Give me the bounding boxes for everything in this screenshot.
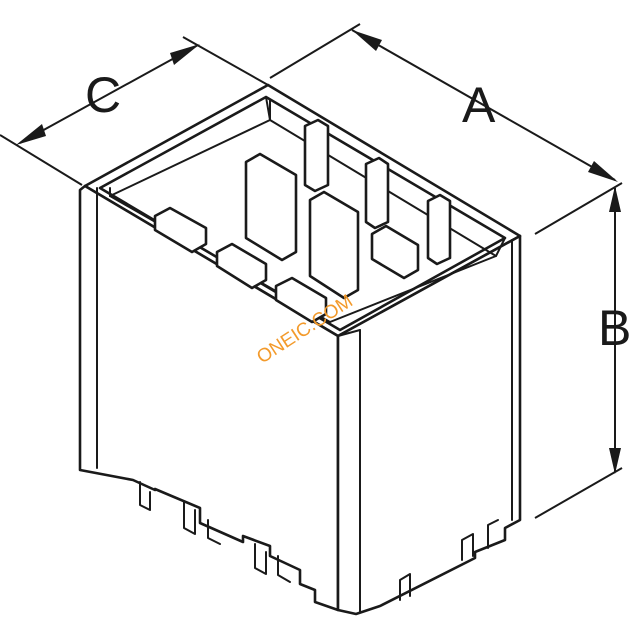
pin-row-front	[153, 206, 328, 324]
dim-c-label: C	[85, 67, 121, 123]
dimension-b: B	[534, 186, 631, 519]
connector-housing	[78, 83, 522, 616]
dim-a-arrow-left	[352, 30, 382, 51]
tail-7	[461, 533, 474, 561]
pin-5	[308, 190, 360, 300]
pin-row-back	[303, 118, 452, 266]
housing-right-face	[336, 234, 522, 616]
dim-c-arrow-left	[16, 124, 46, 145]
tail-8	[487, 519, 499, 549]
housing-left-face	[78, 184, 340, 612]
dimension-a: A	[269, 23, 623, 235]
dim-b-arrow-top	[609, 186, 621, 212]
dim-a-arrow-right	[588, 161, 618, 182]
pin-2	[364, 156, 390, 230]
dim-b-extension-bottom	[534, 467, 623, 519]
corner-bevel-top	[337, 329, 361, 337]
dim-a-label: A	[462, 77, 496, 133]
pin-4	[244, 152, 298, 262]
pin-9	[274, 276, 328, 324]
bottom-tails	[139, 481, 499, 601]
pin-7	[153, 206, 208, 254]
dim-a-extension-right	[534, 182, 623, 235]
cavity-floor-edge-2	[329, 255, 497, 323]
pin-1	[303, 118, 330, 193]
dim-c-extension-right	[182, 36, 269, 86]
dim-c-arrow-right	[170, 44, 200, 65]
tail-4	[254, 543, 267, 575]
tail-6	[399, 573, 411, 601]
dim-a-extension-left	[269, 23, 361, 79]
tail-1	[139, 481, 151, 511]
tail-5	[277, 555, 291, 583]
dim-b-arrow-bottom	[609, 448, 621, 474]
dim-a-line	[351, 29, 616, 181]
dimension-c: C	[0, 36, 269, 186]
pin-8	[215, 242, 268, 290]
pin-row-middle	[244, 152, 420, 300]
dim-c-line	[19, 44, 199, 144]
dim-c-extension-left	[0, 134, 83, 186]
pin-6	[370, 224, 420, 280]
tail-2	[183, 501, 196, 535]
dim-b-label: B	[598, 300, 631, 356]
tail-3	[207, 519, 221, 545]
pin-3	[426, 193, 452, 266]
